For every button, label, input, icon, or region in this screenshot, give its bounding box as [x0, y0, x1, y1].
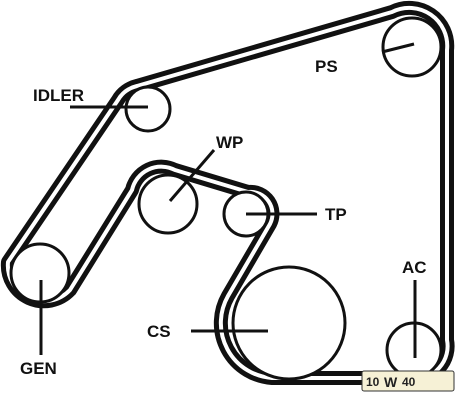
- watermark-mid: W: [384, 374, 398, 390]
- serpentine-belt: [0, 0, 455, 386]
- pulley-idler: [124, 85, 172, 133]
- watermark-badge: 10 W 40: [361, 370, 455, 392]
- pulley-wp: [137, 173, 199, 235]
- pulley-cs: [231, 265, 347, 381]
- watermark-right: 40: [402, 375, 416, 389]
- pulley-ps: [381, 16, 443, 78]
- label-gen: GEN: [20, 359, 57, 378]
- leader-wp: [168, 149, 216, 202]
- label-tp: TP: [325, 205, 347, 224]
- leader-ps: [381, 42, 415, 54]
- label-ac: AC: [402, 258, 427, 277]
- label-wp: WP: [216, 133, 243, 152]
- label-cs: CS: [147, 322, 171, 341]
- label-ps: PS: [315, 57, 338, 76]
- label-idler: IDLER: [33, 86, 84, 105]
- watermark-left: 10: [366, 375, 380, 389]
